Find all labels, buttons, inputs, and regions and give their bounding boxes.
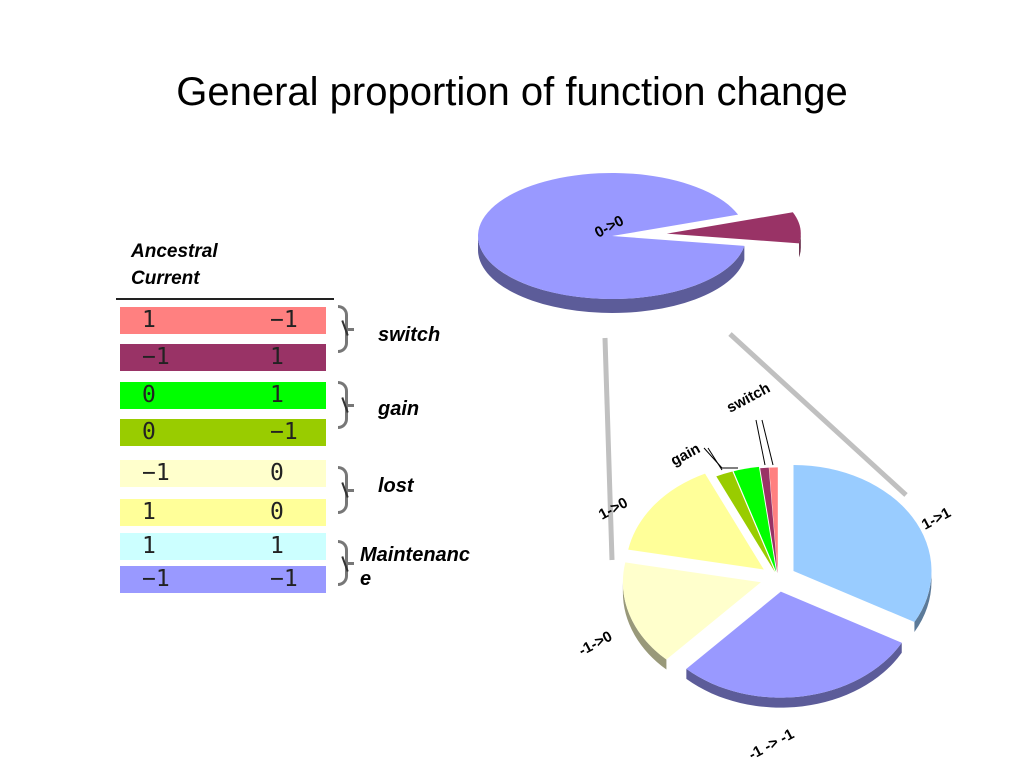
ancestral-value: 1 [142, 533, 156, 559]
ancestral-value: 0 [142, 382, 156, 408]
brace-gain [338, 381, 354, 429]
slice-label-1-0: 1->0 [596, 494, 631, 523]
pie-slice [733, 466, 777, 573]
pie-slice [622, 562, 761, 660]
slice-label-neg1-neg1: -1 -> -1 [746, 726, 797, 764]
slide-title: General proportion of function change [176, 70, 848, 114]
ancestral-value: 1 [142, 307, 156, 333]
ancestral-value: −1 [142, 566, 170, 592]
ancestral-value: −1 [142, 344, 170, 370]
current-value: 1 [270, 533, 284, 559]
bottom-pie-chart [622, 464, 932, 708]
ancestral-value: −1 [142, 460, 170, 486]
pie-slice-wall [914, 570, 932, 633]
pie-slice [628, 473, 764, 570]
pie-slice [666, 212, 801, 244]
pie-slice-wall [686, 642, 902, 708]
group-label-gain: gain [378, 398, 420, 420]
pie-slice [686, 591, 902, 698]
brace-maintenance [338, 540, 354, 586]
pie-slice-wall [622, 582, 667, 670]
ancestral-value: 0 [142, 419, 156, 445]
current-value: 0 [270, 460, 284, 486]
pie-slice-wall [478, 236, 745, 313]
brace-lost [338, 466, 354, 514]
slice-label-1-1: 1->1 [919, 504, 954, 533]
current-value: 1 [270, 344, 284, 370]
switch-leader-line [755, 419, 766, 466]
legend-divider [116, 298, 334, 300]
pie-slice-wall [799, 233, 801, 258]
pie-slice [769, 467, 778, 574]
pie-slice [760, 467, 778, 574]
pie-connectors [602, 332, 908, 561]
gain-leader-line [707, 447, 723, 471]
connector-line-left [602, 337, 615, 561]
pie-slice [477, 173, 745, 300]
legend-header-current: Current [131, 268, 200, 289]
legend-row-switch-2: −1 1 [120, 344, 326, 371]
switch-leader-line [761, 419, 774, 466]
annotation-gain: gain [668, 440, 703, 469]
annotation-switch: switch [724, 380, 773, 417]
legend-row-switch-1: 1 −1 [120, 307, 326, 334]
current-value: 1 [270, 382, 284, 408]
legend-row-gain-2: 0 −1 [120, 419, 326, 446]
ancestral-value: 1 [142, 499, 156, 525]
gain-leader-line [703, 447, 738, 469]
legend-row-lost-2: 1 0 [120, 499, 326, 526]
pie-slice [793, 464, 932, 623]
legend-row-lost-1: −1 0 [120, 460, 326, 487]
legend-row-maintenance-1: 1 1 [120, 533, 326, 560]
legend-row-maintenance-2: −1 −1 [120, 566, 326, 593]
current-value: 0 [270, 499, 284, 525]
current-value: −1 [270, 566, 298, 592]
group-label-maintenance: Maintenanc e [360, 544, 471, 590]
legend-header-ancestral: Ancestral [131, 241, 218, 262]
pie-slice [716, 471, 776, 573]
legend-row-gain-1: 0 1 [120, 382, 326, 409]
legend-header: Ancestral Current [131, 238, 218, 292]
connector-line-right [728, 332, 908, 497]
current-value: −1 [270, 307, 298, 333]
top-pie-chart [477, 173, 801, 313]
slice-label-neg1-0: -1->0 [576, 628, 615, 660]
group-label-switch: switch [378, 324, 441, 346]
current-value: −1 [270, 419, 298, 445]
group-label-lost: lost [378, 475, 414, 497]
